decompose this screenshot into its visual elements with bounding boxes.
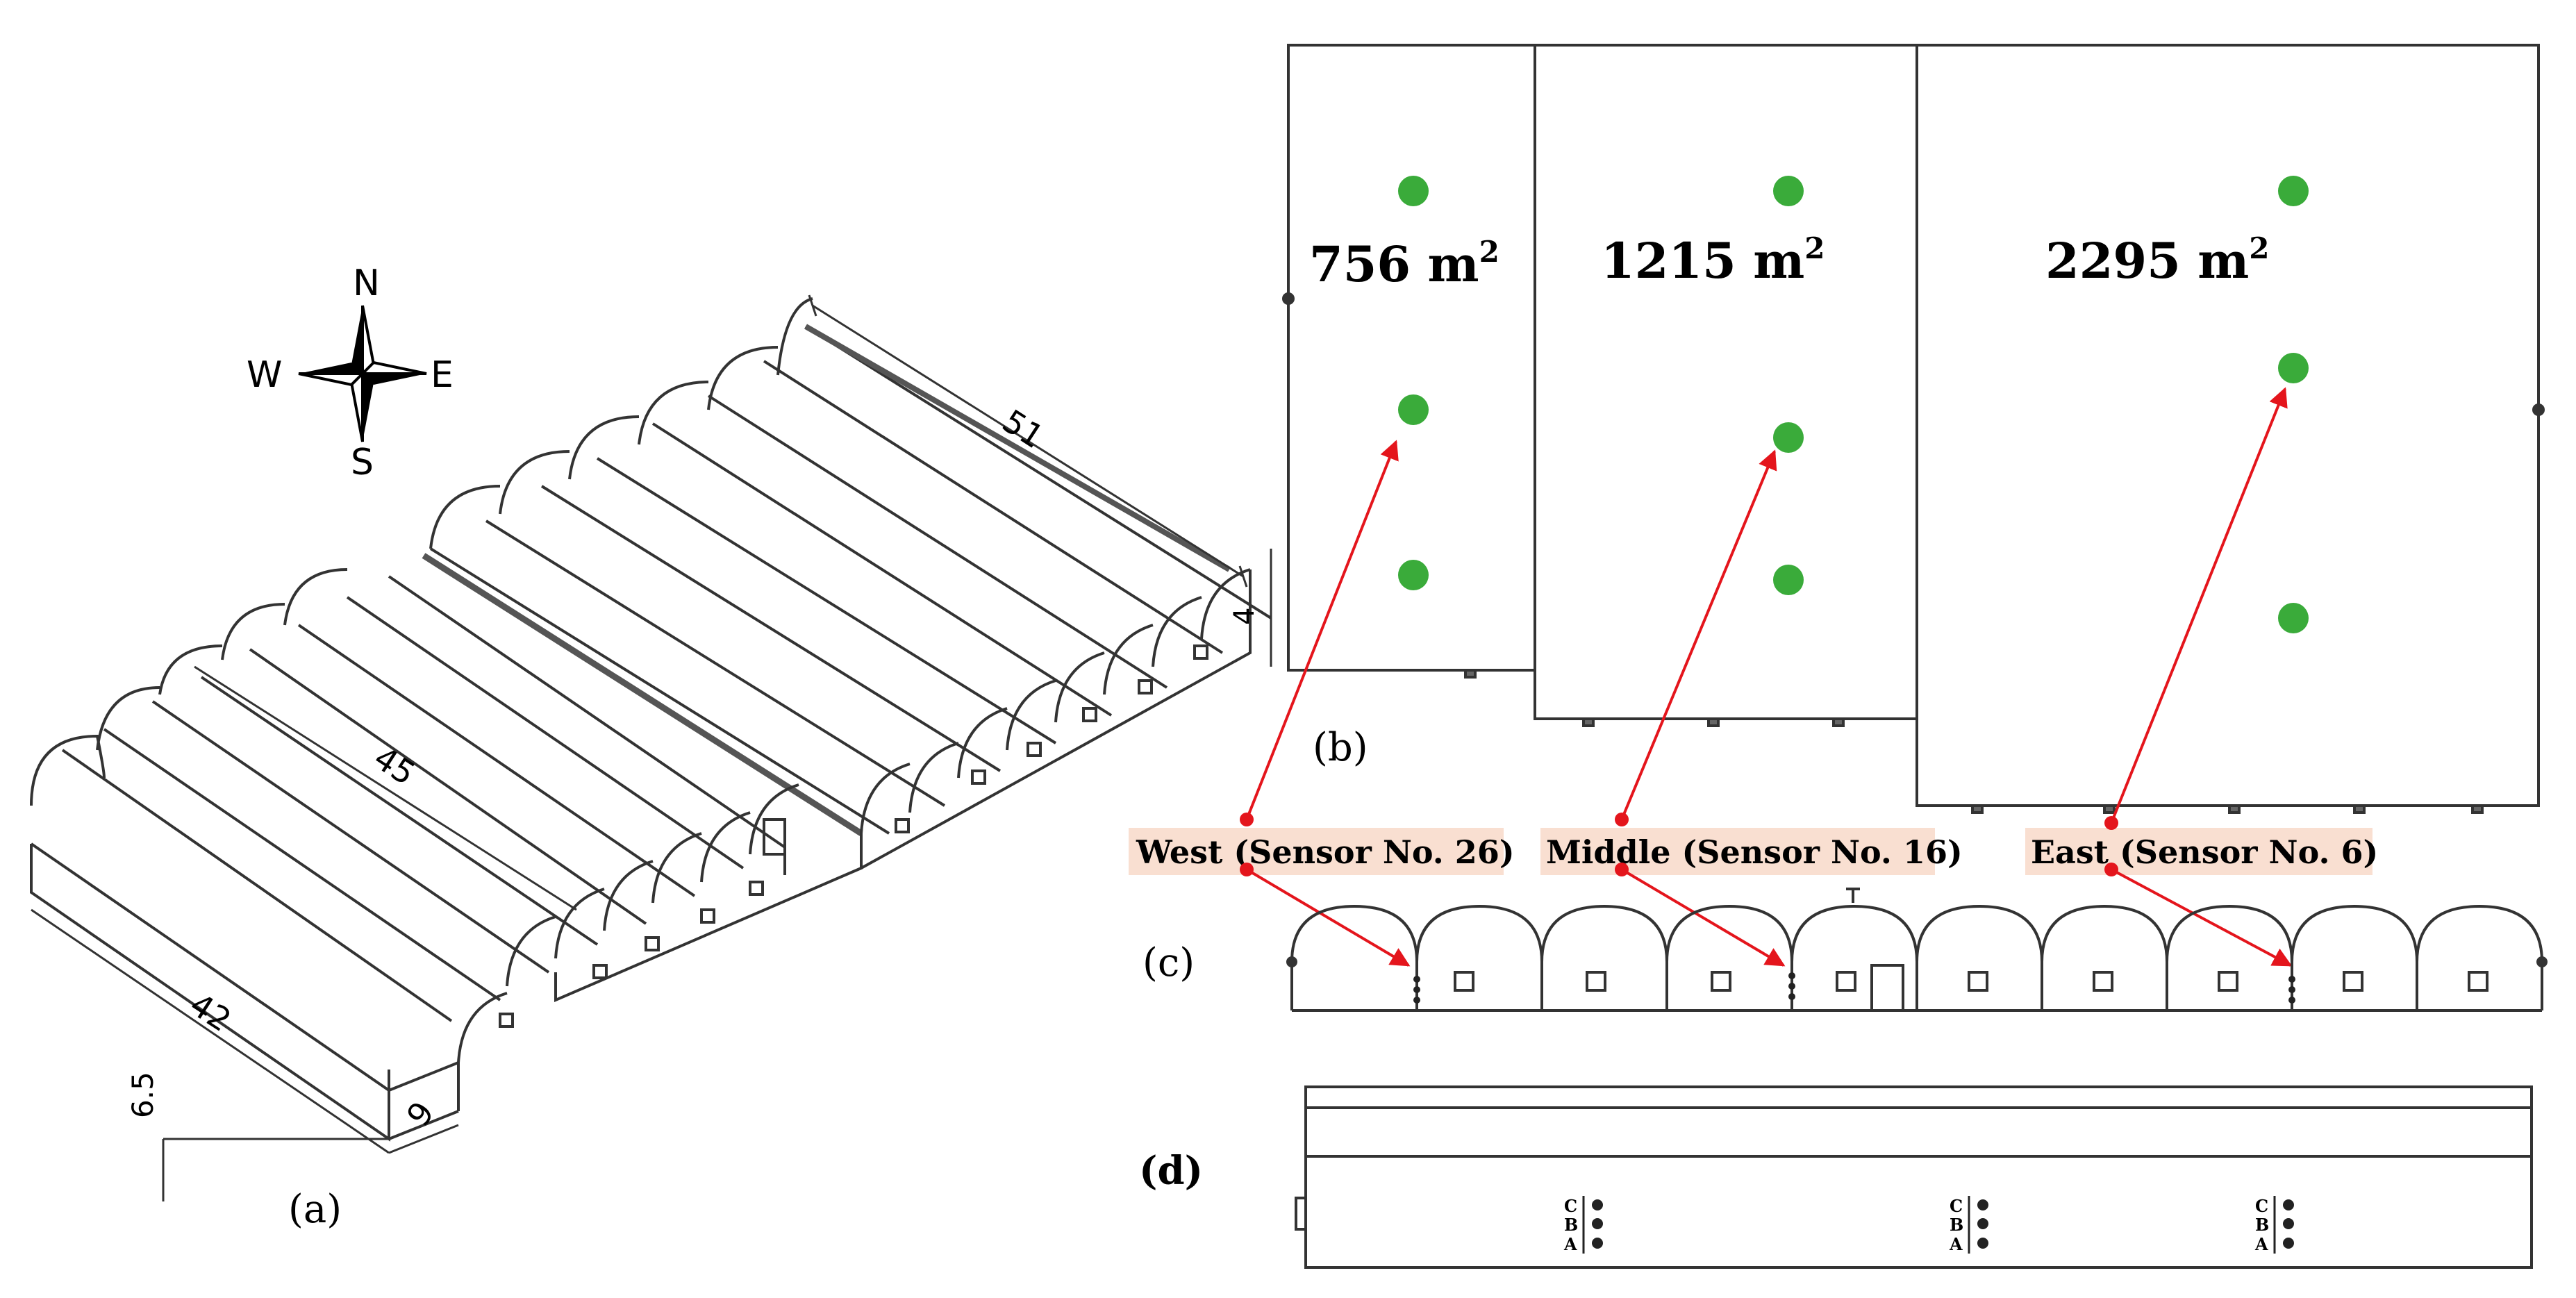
sensor-tag-middle-bg bbox=[1540, 828, 1935, 875]
height-label-c: C bbox=[1950, 1196, 1963, 1216]
sensor-dot bbox=[1398, 394, 1429, 425]
compass-rose-icon: N S W E bbox=[247, 263, 454, 483]
sensor-height-markers: C B A C B A C B A bbox=[1563, 1196, 2294, 1254]
sensor-dot bbox=[1773, 565, 1804, 595]
compass-s-label: S bbox=[351, 442, 374, 483]
floor-plan bbox=[1282, 44, 2545, 814]
sensor-dot bbox=[1773, 176, 1804, 206]
zone-middle-rect bbox=[1534, 44, 1918, 720]
sensor-arrows bbox=[1245, 387, 2293, 967]
sensor-height-marker-east: C B A bbox=[2254, 1196, 2294, 1254]
dimension-42: 42 bbox=[183, 985, 238, 1039]
side-elevation bbox=[1295, 1085, 2533, 1269]
dimension-6-5: 6.5 bbox=[126, 1072, 160, 1118]
compass-e-label: E bbox=[431, 354, 454, 396]
sensor-dot bbox=[1398, 176, 1429, 206]
sensor-anchor-dots bbox=[1240, 813, 2118, 876]
sensor-dot bbox=[2278, 353, 2309, 383]
sensor-dot bbox=[1773, 422, 1804, 453]
height-label-b: B bbox=[1950, 1215, 1963, 1235]
sensor-dot bbox=[1398, 560, 1429, 590]
zone-west-area: 756 m2 bbox=[1309, 235, 1499, 293]
panel-d-label: (d) bbox=[1139, 1148, 1203, 1194]
height-label-c: C bbox=[1564, 1196, 1577, 1216]
compass-w-label: W bbox=[247, 354, 282, 396]
dimension-45: 45 bbox=[367, 739, 422, 792]
sensor-dots bbox=[1398, 176, 2309, 633]
sensor-tag-east-bg bbox=[2025, 828, 2373, 875]
height-label-a: A bbox=[1949, 1234, 1963, 1254]
sensor-dot bbox=[2278, 603, 2309, 633]
sensor-tag-east: East (Sensor No. 6) bbox=[2031, 833, 2378, 871]
zone-east-rect bbox=[1916, 44, 2540, 807]
sensor-tag-middle: Middle (Sensor No. 16) bbox=[1546, 833, 1963, 871]
height-label-b: B bbox=[2255, 1215, 2269, 1235]
height-label-b: B bbox=[1564, 1215, 1578, 1235]
compass-n-label: N bbox=[353, 263, 380, 304]
zone-east-area: 2295 m2 bbox=[2045, 231, 2270, 290]
height-label-a: A bbox=[2254, 1234, 2268, 1254]
sensor-tag-west: West (Sensor No. 26) bbox=[1136, 833, 1515, 871]
dimension-4: 4 bbox=[1229, 608, 1261, 625]
sensor-height-marker-middle: C B A bbox=[1949, 1196, 1988, 1254]
front-elevation bbox=[1286, 888, 2548, 1012]
dimension-51: 51 bbox=[996, 402, 1051, 456]
zone-middle-area: 1215 m2 bbox=[1601, 231, 1825, 290]
isometric-greenhouse-drawing bbox=[30, 294, 1272, 1201]
sensor-tags: West (Sensor No. 26) Middle (Sensor No. … bbox=[1129, 828, 2378, 875]
height-label-a: A bbox=[1563, 1234, 1577, 1254]
sensor-tag-west-bg bbox=[1129, 828, 1504, 875]
sensor-stack-markers bbox=[1413, 972, 2295, 1004]
panel-c-label: (c) bbox=[1142, 940, 1195, 985]
panel-b-label: (b) bbox=[1313, 725, 1368, 770]
panel-a-label: (a) bbox=[288, 1187, 342, 1232]
sensor-dot bbox=[2278, 176, 2309, 206]
height-label-c: C bbox=[2255, 1196, 2268, 1216]
sensor-height-marker-west: C B A bbox=[1563, 1196, 1603, 1254]
